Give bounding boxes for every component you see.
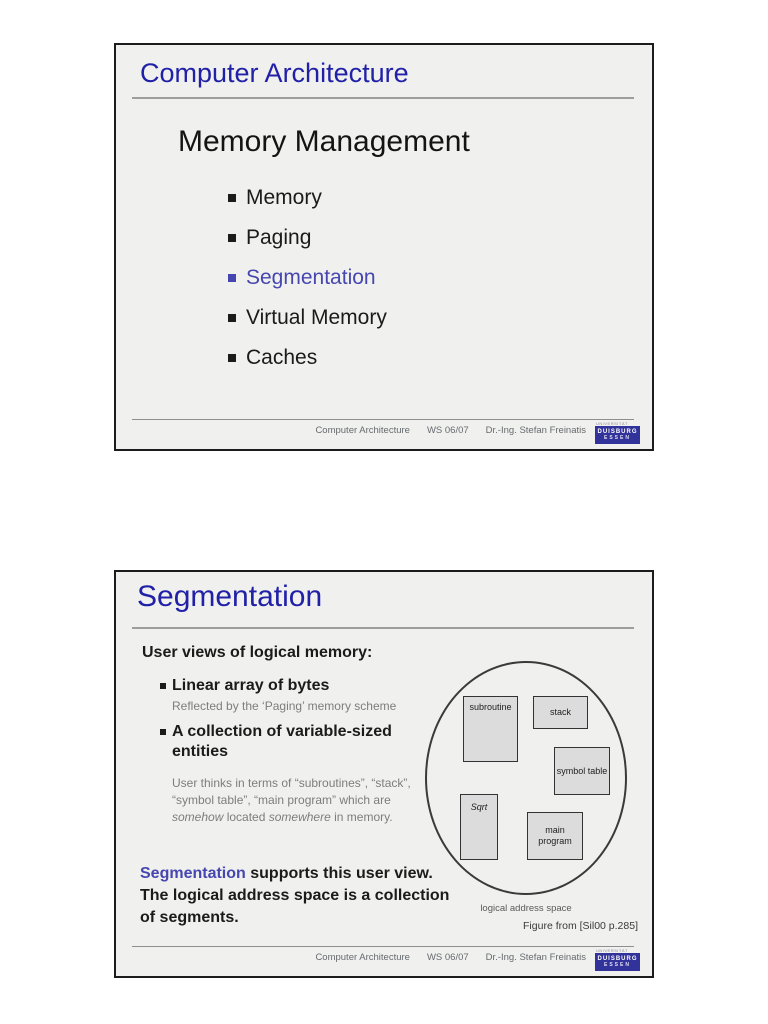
bullet-square-icon	[160, 729, 166, 735]
bullet-square-icon	[228, 274, 236, 282]
bullet-item-segmentation: Segmentation	[228, 258, 387, 298]
subtext-italic-somewhere: somewhere	[268, 810, 331, 824]
slide-title: Segmentation	[137, 580, 323, 613]
subtext-part: User thinks in terms of “subroutines”, “…	[172, 776, 411, 807]
diagram-caption: logical address space	[480, 903, 572, 914]
segmentation-highlight: Segmentation	[140, 865, 246, 882]
bullet-item-linear-array: Linear array of bytes	[160, 676, 422, 696]
slide-segmentation: Segmentation User views of logical memor…	[114, 570, 654, 978]
subtext-italic-somehow: somehow	[172, 810, 224, 824]
logo-plate: DUISBURG ESSEN	[595, 953, 640, 971]
diagram-box-symbol-table: symbol table	[554, 747, 610, 795]
bullet-item-collection-entities: A collection of variable-sized entities	[160, 722, 422, 762]
bullet-item-virtual-memory: Virtual Memory	[228, 298, 387, 338]
bullet-label: Paging	[246, 226, 312, 249]
bullet-label: Caches	[246, 346, 318, 369]
bullet-square-icon	[228, 194, 236, 202]
summary-paragraph: Segmentation supports this user view. Th…	[140, 863, 452, 929]
bullet-label: Memory	[246, 186, 322, 209]
bullet-label: Segmentation	[246, 266, 376, 289]
title-underline	[132, 627, 634, 629]
logo-line-essen: ESSEN	[604, 435, 631, 441]
footer-term: WS 06/07	[426, 952, 469, 963]
logo-tagline: UNIVERSITÄT	[596, 421, 628, 426]
footer-divider	[132, 419, 634, 420]
paragraph-rest: supports this user view. The logical add…	[140, 865, 450, 926]
bullet-item-memory: Memory	[228, 178, 387, 218]
subtext-part: in memory.	[330, 810, 393, 824]
slide-memory-management: Computer Architecture Memory Management …	[114, 43, 654, 451]
bullet-item-paging: Paging	[228, 218, 387, 258]
slide-footer: Computer Architecture WS 06/07 Dr.-Ing. …	[315, 425, 586, 436]
logical-address-space-ellipse	[425, 661, 627, 895]
bullet-subtext: Reflected by the ‘Paging’ memory scheme	[172, 699, 397, 713]
slide-title: Computer Architecture	[140, 58, 409, 88]
topic-bullet-list: Memory Paging Segmentation Virtual Memor…	[228, 178, 387, 378]
footer-divider	[132, 946, 634, 947]
figure-credit: Figure from [Sil00 p.285]	[523, 920, 638, 932]
subtext-part: located	[223, 810, 269, 824]
bullet-label: Virtual Memory	[246, 306, 387, 329]
lead-text: User views of logical memory:	[142, 644, 373, 661]
logo-line-duisburg: DUISBURG	[597, 429, 638, 435]
logo-plate: DUISBURG ESSEN	[595, 426, 640, 444]
bullet-square-icon	[228, 354, 236, 362]
footer-author: Dr.-Ing. Stefan Freinatis	[485, 425, 586, 436]
topic-heading: Memory Management	[178, 125, 470, 158]
title-underline	[132, 97, 634, 99]
diagram-box-subroutine: subroutine	[463, 696, 518, 762]
bullet-item-caches: Caches	[228, 338, 387, 378]
footer-course: Computer Architecture	[315, 952, 410, 963]
bullet-title: Linear array of bytes	[172, 677, 330, 694]
diagram-box-stack: stack	[533, 696, 588, 729]
bullet-square-icon	[228, 234, 236, 242]
slide-footer: Computer Architecture WS 06/07 Dr.-Ing. …	[315, 952, 586, 963]
footer-course: Computer Architecture	[315, 425, 410, 436]
university-logo: UNIVERSITÄT DUISBURG ESSEN	[595, 949, 640, 971]
bullet-subtext: User thinks in terms of “subroutines”, “…	[172, 775, 412, 826]
footer-term: WS 06/07	[426, 425, 469, 436]
university-logo: UNIVERSITÄT DUISBURG ESSEN	[595, 422, 640, 444]
bullet-title: A collection of variable-sized entities	[172, 723, 392, 760]
logo-line-duisburg: DUISBURG	[597, 956, 638, 962]
diagram-box-sqrt: Sqrt	[460, 794, 498, 860]
logo-tagline: UNIVERSITÄT	[596, 948, 628, 953]
footer-author: Dr.-Ing. Stefan Freinatis	[485, 952, 586, 963]
bullet-square-icon	[228, 314, 236, 322]
bullet-square-icon	[160, 683, 166, 689]
diagram-box-main-program: main program	[527, 812, 583, 860]
logo-line-essen: ESSEN	[604, 962, 631, 968]
